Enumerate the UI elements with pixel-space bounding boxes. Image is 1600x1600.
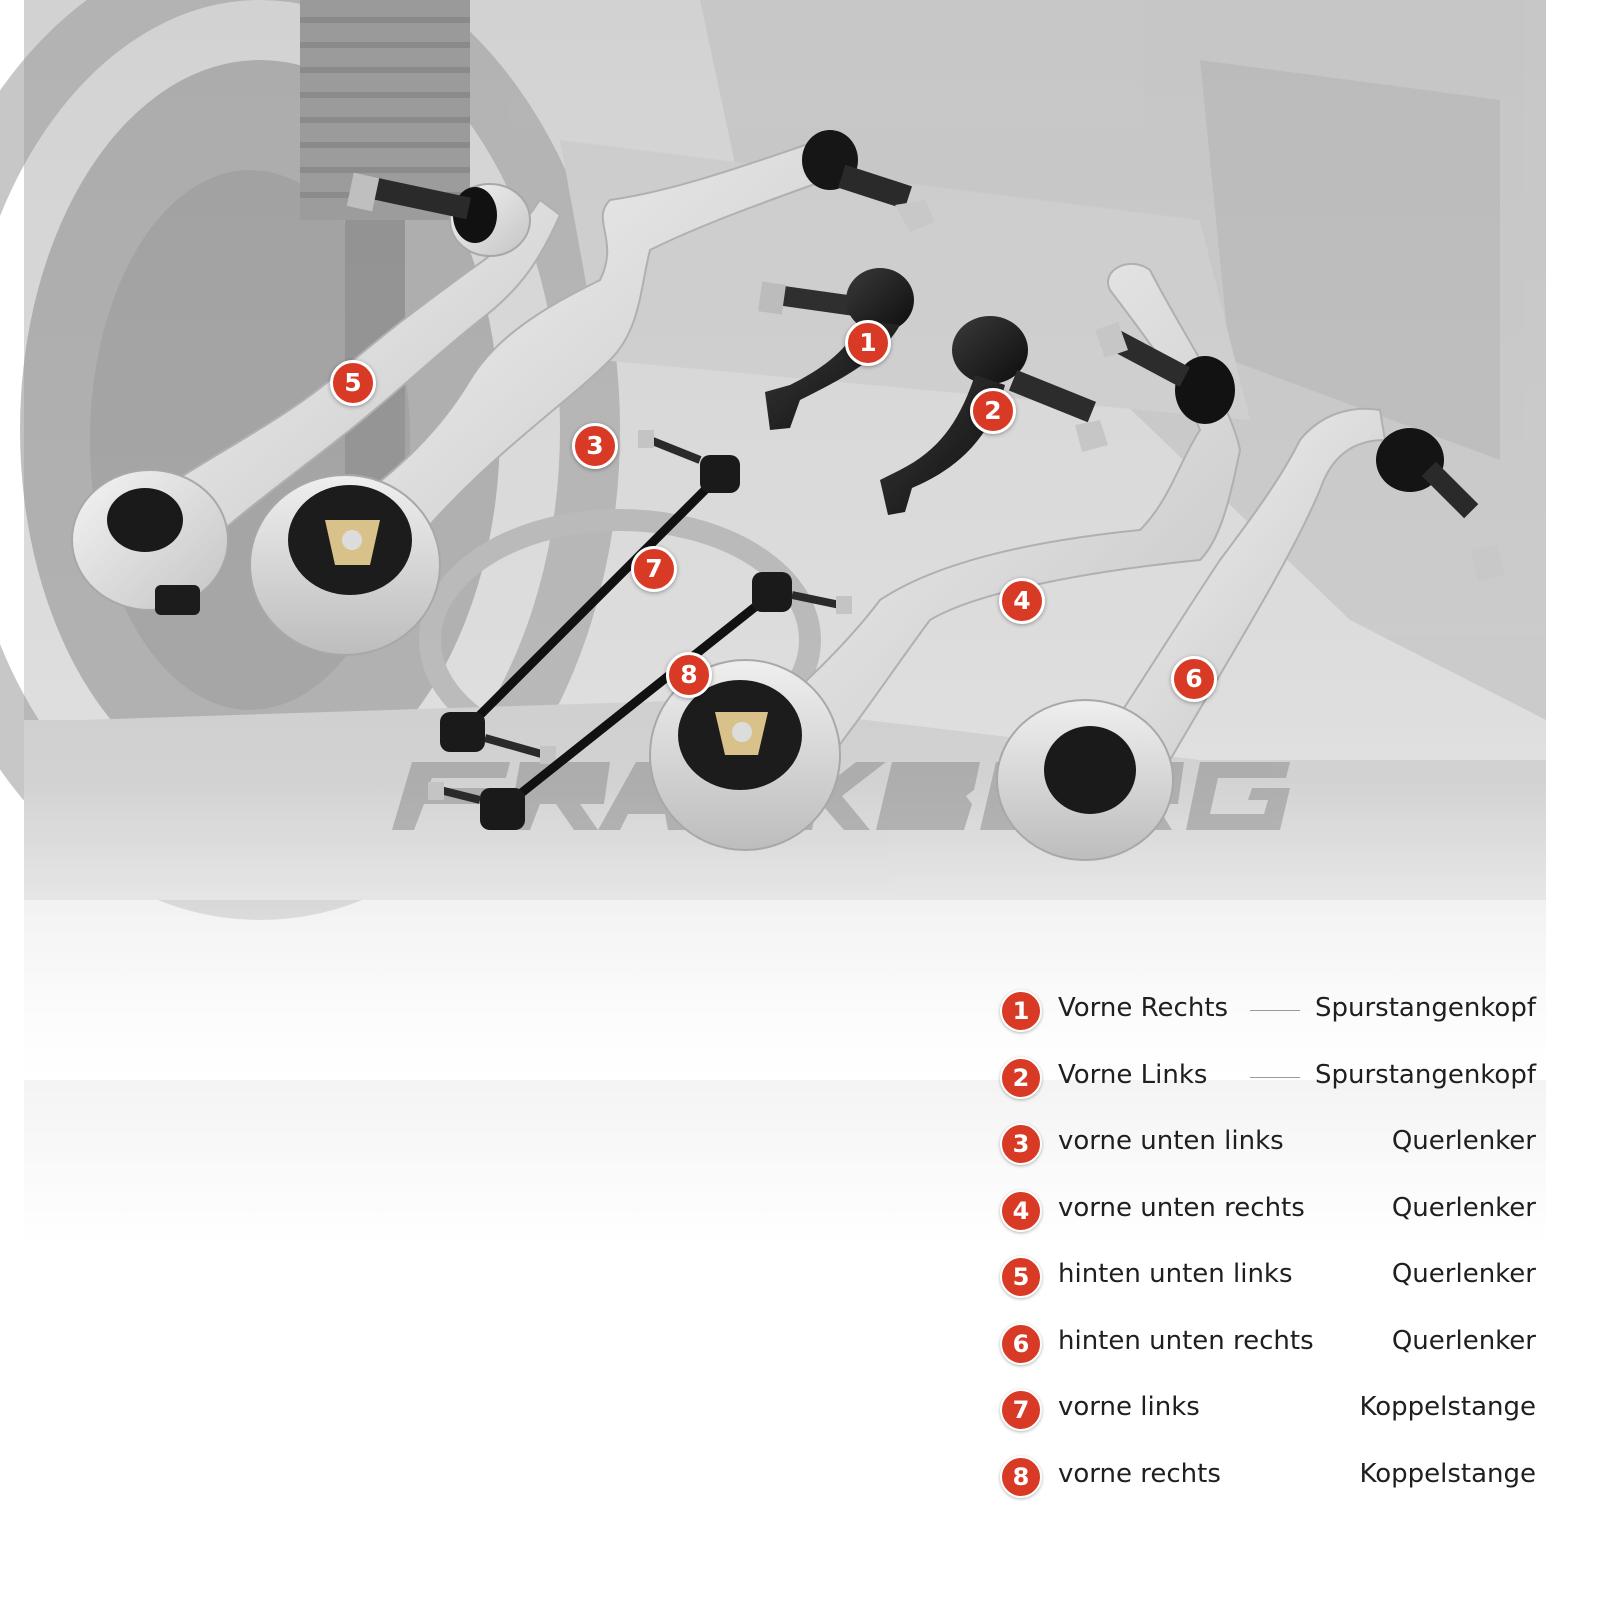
legend-number-badge: 5 [1000,1256,1042,1298]
legend-number-badge: 7 [1000,1389,1042,1431]
legend-number-badge: 1 [1000,990,1042,1032]
legend-part-name: Spurstangenkopf [1315,993,1536,1023]
legend-part-name: Spurstangenkopf [1315,1059,1536,1090]
callout-4: 4 [999,578,1045,624]
legend-part-name: Querlenker [1391,1259,1536,1289]
legend-position: Vorne Rechts [1058,993,1229,1023]
legend-number-badge: 2 [1000,1056,1042,1099]
legend-number-badge: 4 [1000,1189,1042,1232]
stabilizer-link-8 [428,572,852,830]
legend-part-name: Koppelstange [1359,1458,1536,1489]
control-arm-4 [649,263,1242,851]
legend-connector-line [1250,1010,1300,1011]
legend-row: 8 vorne rechts Koppelstange [1000,1455,1536,1523]
legend-row: 3 vorne unten links Querlenker [1000,1123,1536,1190]
legend-position: vorne unten rechts [1058,1192,1305,1223]
legend-row: 2 Vorne Links Spurstangenkopf [1000,1056,1536,1124]
legend-part-name: Querlenker [1391,1126,1536,1156]
legend-row: 7 vorne links Koppelstange [1000,1389,1536,1456]
legend-row: 6 hinten unten rechts Querlenker [1000,1322,1536,1390]
callout-8: 8 [666,652,712,698]
legend-number-badge: 6 [1000,1322,1042,1365]
legend-part-name: Querlenker [1391,1192,1536,1223]
legend-position: vorne links [1058,1392,1200,1422]
callout-2: 2 [970,388,1016,434]
callout-6: 6 [1171,656,1217,702]
legend-connector-line [1250,1076,1300,1078]
legend-part-name: Koppelstange [1359,1392,1536,1422]
callout-7: 7 [631,546,677,592]
legend-part-name: Querlenker [1391,1325,1536,1356]
legend-row: 4 vorne unten rechts Querlenker [1000,1189,1536,1257]
legend-number-badge: 3 [1000,1123,1042,1165]
legend-row: 5 hinten unten links Querlenker [1000,1256,1536,1323]
legend-position: vorne unten links [1058,1126,1284,1156]
legend-position: hinten unten rechts [1058,1325,1314,1356]
legend-position: Vorne Links [1058,1059,1208,1090]
legend-row: 1 Vorne Rechts Spurstangenkopf [1000,990,1536,1057]
callout-3: 3 [572,423,618,469]
legend-number-badge: 8 [1000,1455,1042,1498]
stabilizer-link-7 [440,430,740,764]
legend-position: hinten unten links [1058,1259,1293,1289]
callout-5: 5 [330,360,376,406]
control-arm-6 [996,407,1505,861]
callout-1: 1 [845,320,891,366]
control-arm-3 [249,130,935,656]
legend-position: vorne rechts [1058,1458,1221,1489]
